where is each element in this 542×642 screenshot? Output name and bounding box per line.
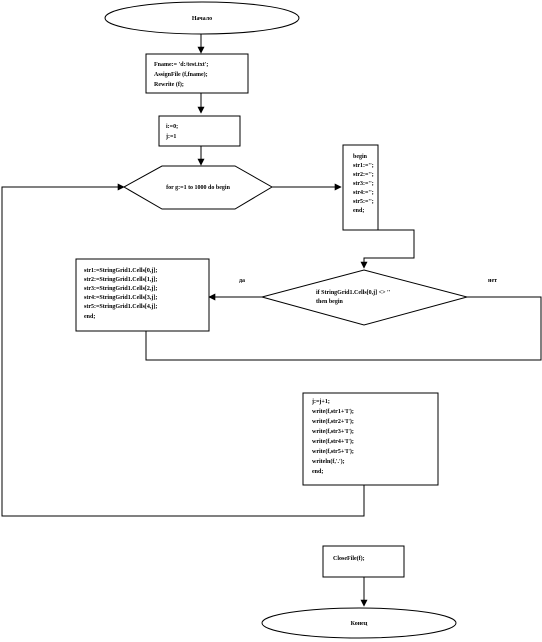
read-line-2: str2:=StringGrid1.Cells[1,j]; [84, 277, 157, 283]
condition-line-1: if StringGrid1.Cells[0,j] <> '' [316, 290, 391, 296]
reset-line-3: str2:=''; [353, 172, 374, 178]
close-block: CloseFile(f); [322, 545, 405, 578]
condition-diamond: if StringGrid1.Cells[0,j] <> '' then beg… [260, 269, 469, 326]
write-line-6: write(f,str5+'I'); [312, 448, 354, 455]
reset-line-5: str4:=''; [353, 190, 374, 196]
condition-no-label: нет [488, 278, 497, 284]
init-file-line-2: AssignFile (f,fname); [154, 71, 208, 78]
read-line-1: str1:=StringGrid1.Cells[0,j]; [84, 268, 157, 274]
line-condition-no-merge [145, 296, 542, 361]
condition-yes-label: да [239, 278, 245, 284]
read-block: str1:=StringGrid1.Cells[0,j]; str2:=Stri… [75, 258, 210, 332]
reset-block: begin str1:=''; str2:=''; str3:=''; str4… [342, 144, 379, 231]
loop-hexagon: for g:=1 to 1000 do begin [122, 165, 273, 210]
read-line-3: str3:=StringGrid1.Cells[2,j]; [84, 286, 157, 292]
end-label: Конец [351, 621, 368, 627]
read-line-5: str5:=StringGrid1.Cells[4,j]; [84, 304, 157, 310]
init-file-block: Fname:= 'd:/test.txt'; AssignFile (f,fna… [145, 53, 249, 94]
init-vars-line-2: j:=1 [165, 134, 176, 140]
close-line-1: CloseFile(f); [333, 555, 365, 562]
arrow-reset-to-condition [360, 229, 415, 269]
read-line-4: str4:=StringGrid1.Cells[3,j]; [84, 295, 157, 301]
reset-line-7: end; [353, 208, 364, 214]
end-terminal: Конец [261, 607, 457, 639]
write-block: j:=j+1; write(f,str1+'I'); write(f,str2+… [302, 392, 439, 486]
write-line-8: end; [312, 469, 323, 475]
write-line-5: write(f,str4+'I'); [312, 438, 354, 445]
loop-label: for g:=1 to 1000 do begin [166, 185, 230, 191]
reset-line-6: str5:=''; [353, 199, 374, 205]
init-file-line-1: Fname:= 'd:/test.txt'; [154, 62, 208, 68]
condition-line-2: then begin [316, 299, 344, 305]
init-file-line-3: Rewrite (f); [154, 81, 184, 88]
write-line-2: write(f,str1+'I'); [312, 408, 354, 415]
init-vars-block: i:=0; j:=1 [158, 115, 241, 147]
write-line-4: write(f,str3+'I'); [312, 428, 354, 435]
connectors [1, 34, 542, 607]
start-label: Начало [192, 16, 212, 22]
reset-line-4: str3:=''; [353, 181, 374, 187]
read-line-6: end; [84, 314, 95, 320]
reset-line-1: begin [353, 154, 368, 160]
reset-line-2: str1:=''; [353, 163, 374, 169]
start-terminal: Начало [104, 1, 300, 35]
write-line-3: write(f,str2+'I'); [312, 418, 354, 425]
init-vars-line-1: i:=0; [166, 124, 178, 130]
write-line-7: writeln(f,'.'); [312, 458, 345, 465]
write-line-1: j:=j+1; [311, 399, 330, 405]
loop-back-line [1, 183, 365, 517]
